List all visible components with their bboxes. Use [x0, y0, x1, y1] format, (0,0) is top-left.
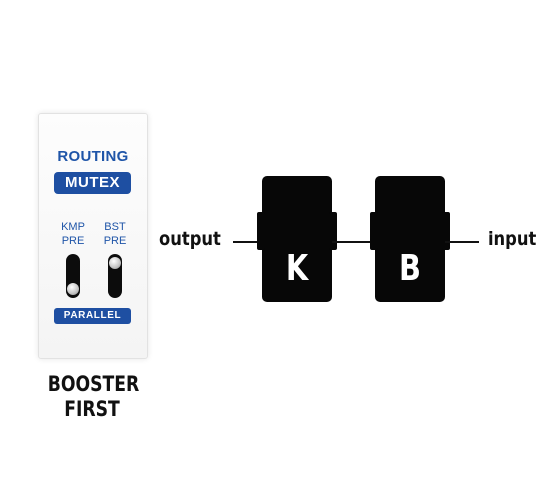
jack-icon [442, 212, 450, 250]
kmp-label-line2: PRE [61, 235, 85, 247]
patch-cable [332, 241, 376, 243]
routing-panel: ROUTING MUTEX KMP PRE BST PRE PARALLEL [38, 113, 148, 359]
kmp-label-line1: KMP [61, 221, 85, 233]
caption-line2: FIRST [64, 397, 120, 421]
input-label: input [487, 228, 537, 250]
bst-label-line1: BST [104, 221, 126, 233]
bst-pre-toggle[interactable] [108, 254, 122, 298]
kmp-pre-label: KMP PRE [53, 220, 93, 248]
caption-line1: BOOSTER [47, 372, 140, 396]
pedal-b: B [370, 176, 450, 302]
bst-label-line2: PRE [103, 235, 127, 247]
output-cable [233, 241, 263, 243]
input-cable [445, 241, 479, 243]
toggle-knob [109, 257, 121, 269]
toggle-knob [67, 283, 79, 295]
parallel-badge: PARALLEL [54, 308, 131, 324]
pedal-letter: B [399, 248, 421, 289]
booster-first-caption: BOOSTER FIRST [47, 372, 140, 422]
jack-icon [329, 212, 337, 250]
jack-icon [257, 212, 265, 250]
jack-icon [370, 212, 378, 250]
output-label: output [159, 228, 221, 250]
routing-title: ROUTING [57, 148, 129, 165]
pedal-letter: K [285, 248, 309, 289]
pedal-k: K [257, 176, 337, 302]
bst-pre-label: BST PRE [95, 220, 135, 248]
mutex-badge: MUTEX [54, 172, 131, 194]
kmp-pre-toggle[interactable] [66, 254, 80, 298]
